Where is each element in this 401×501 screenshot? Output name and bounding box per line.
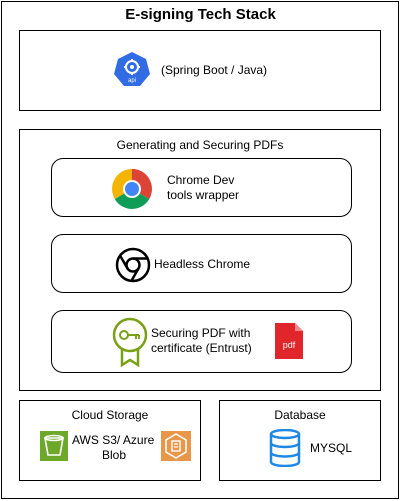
pdf-badge-text: pdf — [283, 340, 296, 350]
securing-pdf-label-line2: certificate (Entrust) — [151, 341, 252, 355]
database-icon — [269, 429, 301, 467]
cloud-storage-box: Cloud Storage AWS S3/ Azure Blob — [19, 400, 201, 481]
database-label: MYSQL — [310, 441, 353, 455]
securing-pdf-card: Securing PDF with certificate (Entrust) … — [51, 310, 352, 373]
securing-pdf-label-line1: Securing PDF with — [151, 326, 251, 340]
storage-label-line2: Blob — [102, 448, 127, 462]
storage-label-line1: AWS S3/ Azure — [72, 433, 155, 447]
azure-blob-icon — [161, 431, 191, 461]
database-heading: Database — [274, 408, 326, 422]
database-box: Database MYSQL — [219, 400, 381, 481]
s3-bucket-icon — [40, 431, 68, 461]
diagram-title: E-signing Tech Stack — [125, 6, 276, 23]
headless-chrome-label: Headless Chrome — [154, 257, 251, 271]
api-label: (Spring Boot / Java) — [161, 63, 268, 77]
headless-chrome-card: Headless Chrome — [51, 234, 352, 293]
kubernetes-api-icon: api — [114, 52, 150, 86]
chrome-icon — [112, 169, 152, 209]
pdf-section-box: Generating and Securing PDFs Chrome Dev … — [19, 129, 381, 391]
chrome-devtools-card: Chrome Dev tools wrapper — [51, 158, 352, 217]
chrome-outline-icon — [115, 247, 151, 283]
pdf-section-heading: Generating and Securing PDFs — [116, 138, 284, 152]
pdf-file-icon: pdf — [275, 323, 303, 359]
chrome-devtools-label-line2: tools wrapper — [167, 188, 240, 202]
cloud-storage-heading: Cloud Storage — [71, 408, 149, 422]
api-service-box: api (Spring Boot / Java) — [19, 30, 381, 111]
svg-text:api: api — [128, 78, 136, 84]
chrome-devtools-label-line1: Chrome Dev — [167, 173, 235, 187]
certificate-key-icon — [112, 317, 148, 367]
